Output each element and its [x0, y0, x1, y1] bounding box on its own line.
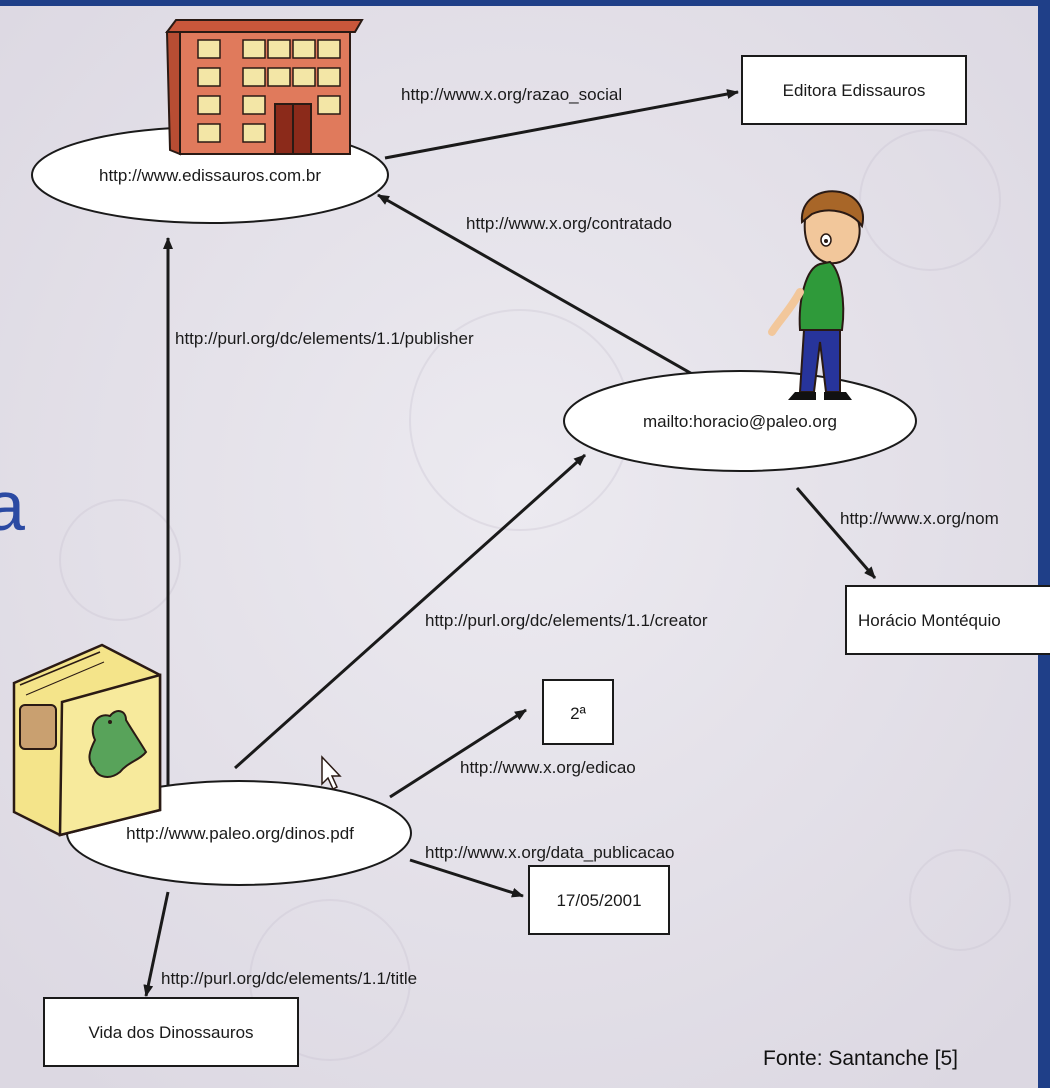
person-icon: [768, 190, 864, 400]
node-edissauros-label: http://www.edissauros.com.br: [99, 166, 321, 185]
node-dinos-label: http://www.paleo.org/dinos.pdf: [126, 824, 354, 843]
literal-titulo-label: Vida dos Dinossauros: [88, 1023, 253, 1042]
literal-edicao-label: 2ª: [570, 704, 586, 723]
partial-title-letter: a: [0, 467, 25, 545]
predicate-publisher-label: http://purl.org/dc/elements/1.1/publishe…: [175, 329, 474, 348]
predicate-edicao-label: http://www.x.org/edicao: [460, 758, 636, 777]
edge-contratado: [377, 193, 709, 385]
node-horacio: mailto:horacio@paleo.org: [563, 370, 917, 472]
literal-data-publicacao: 17/05/2001: [528, 865, 670, 935]
literal-razao-social-label: Editora Edissauros: [783, 81, 926, 100]
mouse-cursor-icon: [321, 755, 342, 791]
source-caption: Fonte: Santanche [5]: [763, 1047, 958, 1070]
literal-data-publicacao-label: 17/05/2001: [556, 891, 641, 910]
edge-creator: [234, 453, 586, 770]
edge-data-publicacao: [409, 858, 524, 898]
literal-nome: Horácio Montéquio: [845, 585, 1050, 655]
node-horacio-label: mailto:horacio@paleo.org: [643, 412, 837, 431]
edge-nome: [795, 487, 877, 579]
literal-titulo: Vida dos Dinossauros: [43, 997, 299, 1067]
predicate-data-publicacao-label: http://www.x.org/data_publicacao: [425, 843, 674, 862]
literal-razao-social: Editora Edissauros: [741, 55, 967, 125]
predicate-nome-label: http://www.x.org/nom: [840, 509, 999, 528]
predicate-creator-label: http://purl.org/dc/elements/1.1/creator: [425, 611, 708, 630]
literal-edicao: 2ª: [542, 679, 614, 745]
edge-edicao: [389, 708, 527, 799]
predicate-contratado-label: http://www.x.org/contratado: [466, 214, 672, 233]
book-icon: [12, 643, 162, 837]
building-icon: [165, 19, 364, 156]
predicate-title-label: http://purl.org/dc/elements/1.1/title: [161, 969, 417, 988]
edge-title: [143, 891, 170, 997]
literal-nome-label: Horácio Montéquio: [858, 611, 1001, 630]
predicate-razao-social-label: http://www.x.org/razao_social: [401, 85, 622, 104]
edge-razao-social: [384, 89, 739, 160]
